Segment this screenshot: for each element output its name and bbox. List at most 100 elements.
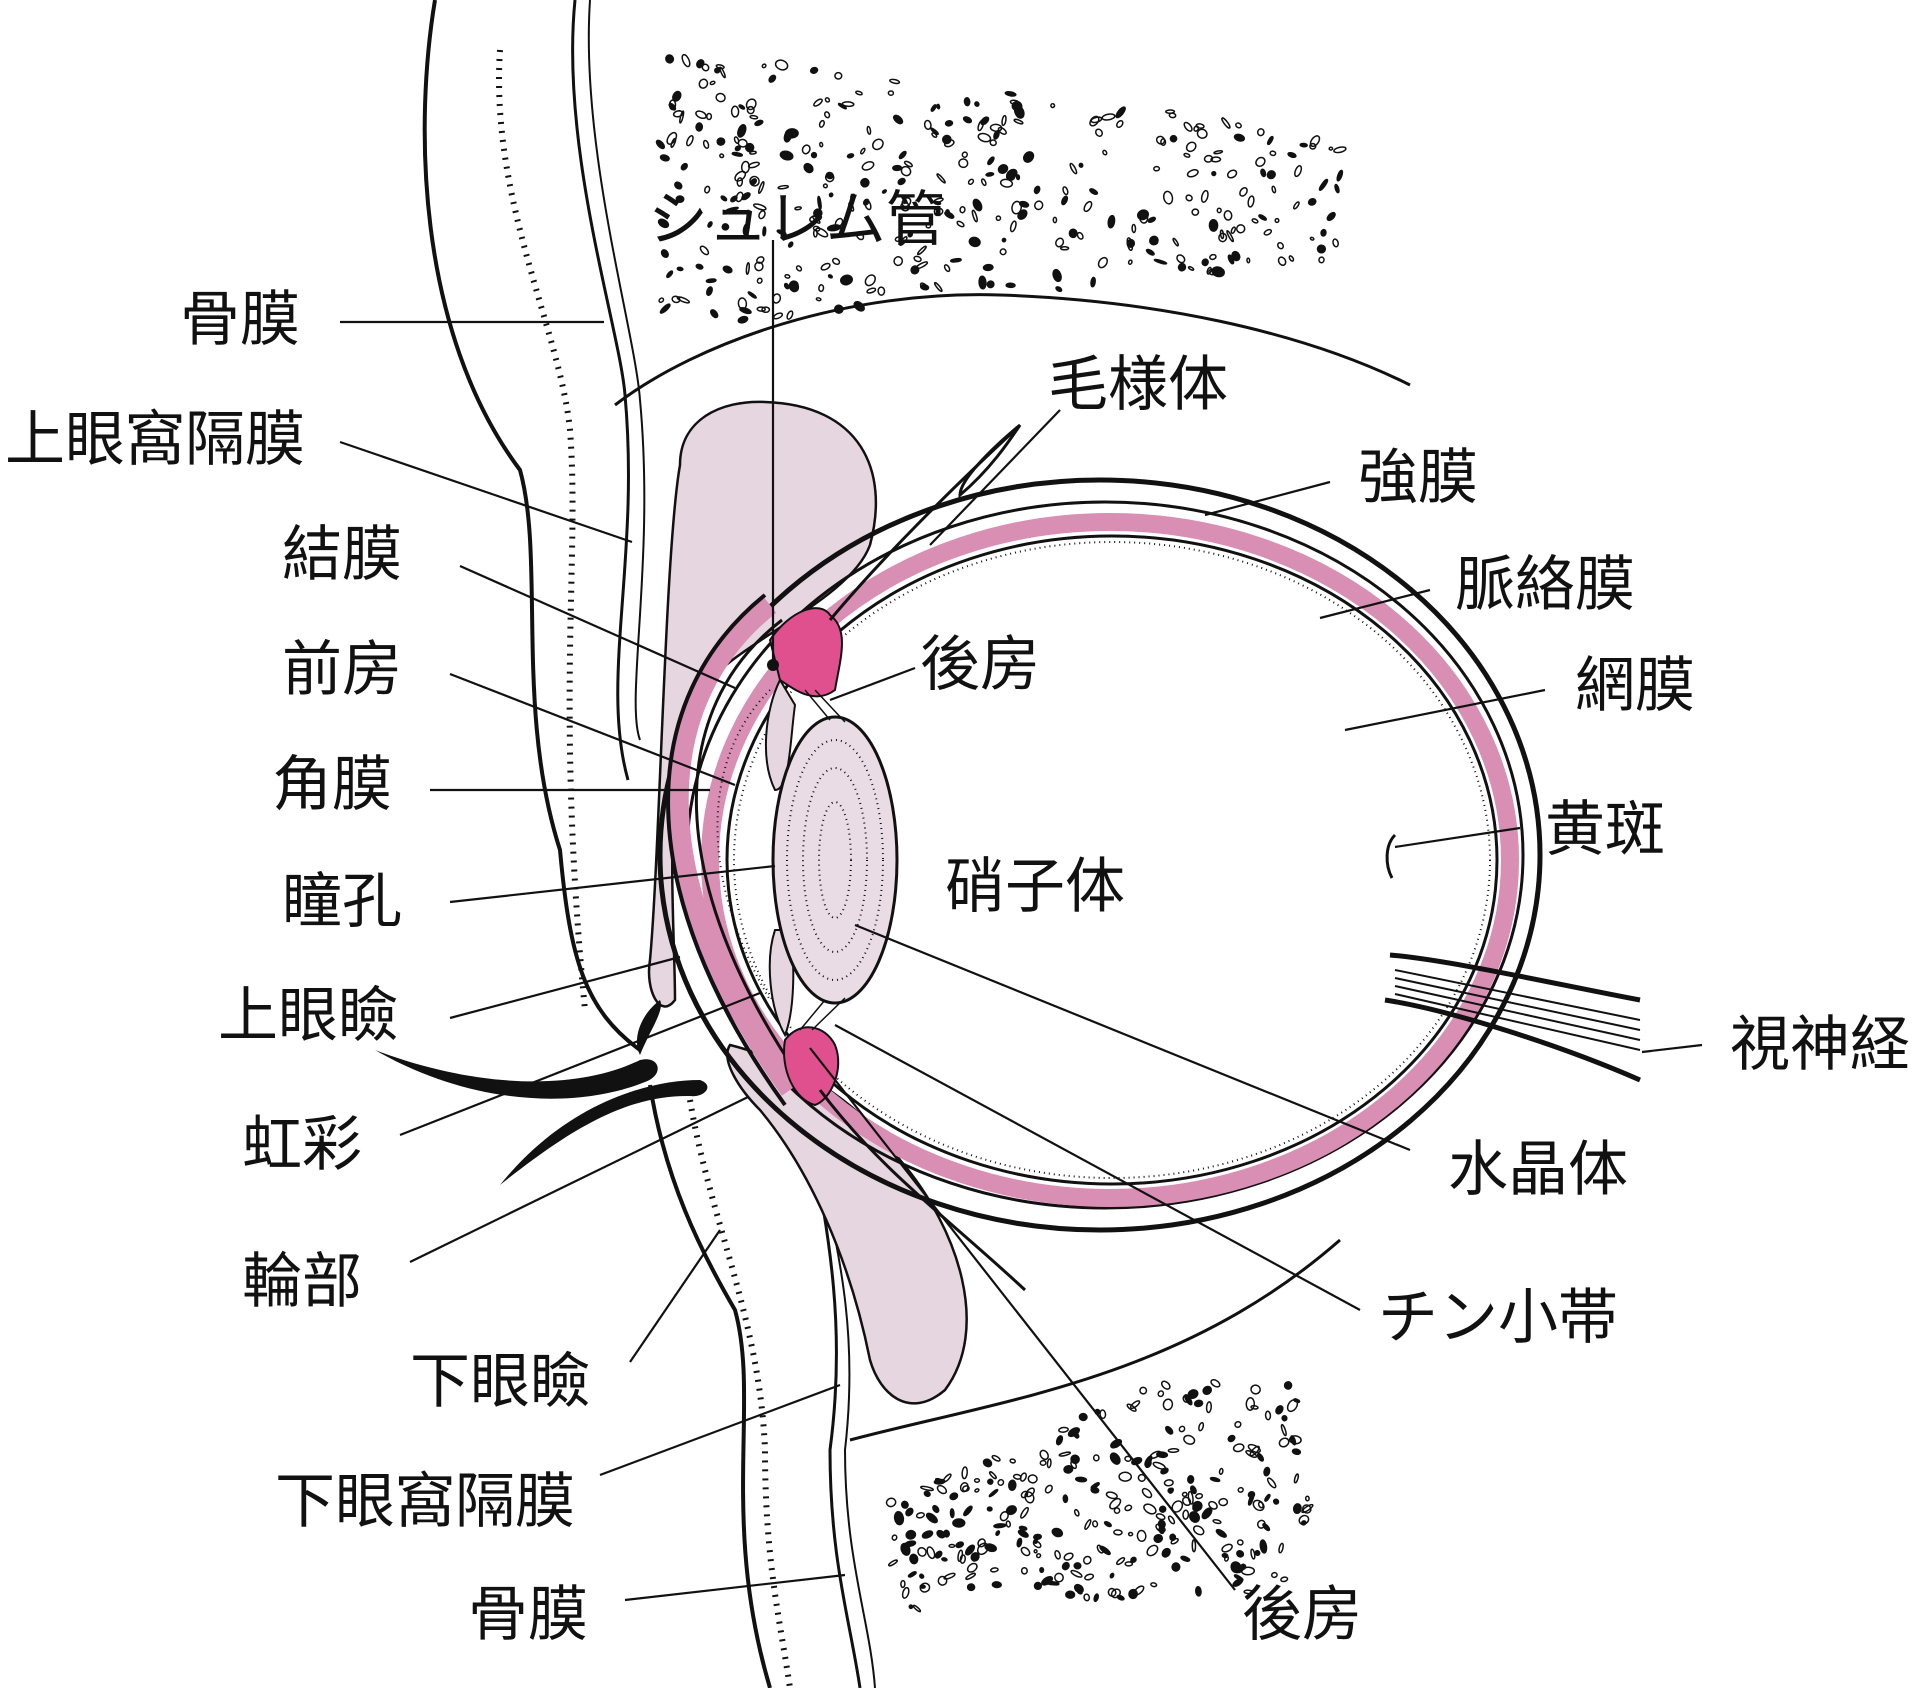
bone-speckle <box>1216 207 1222 214</box>
bone-speckle <box>1061 1561 1070 1571</box>
choroid-layer <box>701 513 1519 1207</box>
bone-speckle <box>959 1482 969 1493</box>
bone-speckle <box>1277 256 1287 267</box>
bone-speckle <box>1167 1515 1176 1525</box>
bone-speckle <box>1209 1476 1221 1483</box>
bone-speckle <box>1016 1537 1023 1548</box>
orbit-lower-outline <box>849 1238 1341 1442</box>
bone-speckle <box>1192 1500 1203 1512</box>
bone-speckle <box>1150 1582 1158 1588</box>
label-anterior-chamber: 前房 <box>282 635 402 705</box>
bone-speckle <box>783 282 790 290</box>
label-upper-eyelid: 上眼瞼 <box>218 981 398 1051</box>
bone-speckle <box>730 105 740 118</box>
bone-speckle <box>1160 138 1167 147</box>
bone-speckle <box>1027 1474 1038 1484</box>
bone-speckle <box>921 1530 934 1539</box>
bone-speckle <box>1334 183 1340 194</box>
bone-speckle <box>1266 135 1274 146</box>
bone-speckle <box>859 147 866 155</box>
bone-speckle <box>967 178 975 186</box>
bone-speckle <box>809 66 819 74</box>
bone-speckle <box>1247 1443 1261 1454</box>
bone-speckle <box>1218 232 1228 243</box>
bone-speckle <box>758 210 766 220</box>
bone-speckle <box>1167 1487 1173 1493</box>
bone-speckle <box>925 222 932 229</box>
bone-speckle <box>1182 1394 1190 1403</box>
bone-speckle <box>1013 105 1025 119</box>
bone-speckle <box>1068 228 1078 239</box>
bone-speckle <box>986 1506 993 1512</box>
zonule-fibers <box>799 689 846 1031</box>
bone-speckle <box>1090 276 1096 288</box>
bone-speckle <box>919 1573 925 1579</box>
bone-speckle <box>1266 1477 1277 1489</box>
bone-speckle <box>926 1546 936 1560</box>
bone-speckle <box>985 172 995 177</box>
bone-speckle <box>734 145 741 152</box>
bone-speckle <box>899 236 908 246</box>
bone-speckle <box>1250 1384 1261 1395</box>
bone-speckle <box>695 110 707 120</box>
bone-speckle <box>919 282 928 290</box>
bone-speckle <box>1278 1542 1284 1554</box>
bone-speckle <box>1149 235 1159 246</box>
bone-speckle <box>1191 208 1200 216</box>
bone-speckle <box>1113 1529 1123 1536</box>
bone-speckle <box>949 257 962 263</box>
bone-speckle <box>855 90 863 96</box>
bone-speckle <box>925 1512 938 1524</box>
bone-speckle <box>934 1550 943 1559</box>
bone-speckle <box>824 172 835 183</box>
bone-speckle <box>941 1557 948 1562</box>
bone-speckle <box>1258 214 1268 221</box>
bone-speckle <box>1188 1511 1201 1523</box>
bone-speckle <box>1127 259 1133 265</box>
bone-speckle <box>1272 1498 1280 1505</box>
bone-speckle <box>736 177 744 187</box>
bone-speckle <box>1251 218 1259 224</box>
label-periosteum-bottom: 骨膜 <box>468 1580 588 1650</box>
bone-speckle <box>762 226 767 237</box>
bone-speckle <box>915 261 929 270</box>
bone-speckle <box>1054 1549 1061 1560</box>
bone-speckle <box>1084 1573 1095 1581</box>
bone-speckle <box>1247 1492 1255 1506</box>
bone-speckle <box>894 236 902 242</box>
bone-speckle <box>749 150 757 155</box>
retina-inner-dotted <box>733 541 1491 1179</box>
bone-speckle <box>1326 211 1336 222</box>
bone-speckle <box>1293 201 1300 210</box>
bone-speckle <box>747 161 760 169</box>
bone-speckle <box>722 265 733 274</box>
bone-speckle <box>739 307 752 315</box>
bone-speckle <box>1162 1398 1174 1411</box>
bone-speckle <box>1009 99 1020 106</box>
bone-speckle <box>1213 150 1224 155</box>
bone-speckle <box>1218 1497 1229 1507</box>
bone-speckle <box>1143 1503 1157 1515</box>
bone-speckle <box>934 1477 944 1484</box>
bone-speckle <box>1183 1434 1196 1445</box>
bone-speckle <box>1203 154 1214 163</box>
bone-speckle <box>1109 1497 1122 1510</box>
bone-speckle <box>1208 268 1218 276</box>
bone-speckle <box>1278 1437 1290 1448</box>
label-schlemm-canal: シュレム管 <box>648 185 946 255</box>
label-orbital-septum-upper: 上眼窩隔膜 <box>5 405 305 475</box>
bone-speckle <box>1236 1549 1245 1558</box>
bone-speckle <box>1144 1455 1153 1467</box>
bone-speckle <box>962 116 973 124</box>
bone-speckle <box>1287 151 1297 159</box>
bone-speckle <box>705 278 717 284</box>
bone-speckle <box>991 1454 1001 1462</box>
bone-speckle <box>1102 149 1108 156</box>
bone-speckle <box>1193 125 1200 132</box>
eyelash-icon <box>375 1000 708 1185</box>
bone-speckle <box>1139 1386 1148 1395</box>
bone-speckle <box>1288 255 1295 262</box>
bone-speckle <box>1280 1576 1289 1583</box>
bone-speckle <box>1033 1538 1039 1544</box>
bone-speckle <box>982 263 994 272</box>
